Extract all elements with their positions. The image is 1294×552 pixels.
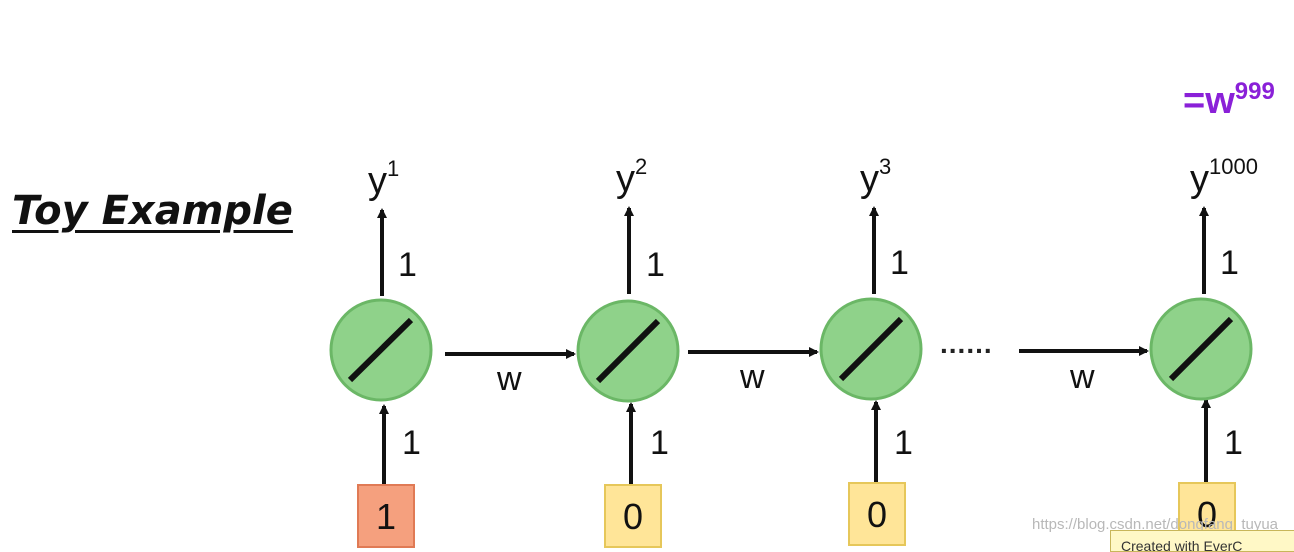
recurrent-weight-2: w xyxy=(740,358,765,396)
input-box-3: 0 xyxy=(848,482,906,546)
input-weight-1: 1 xyxy=(402,424,421,462)
input-box-1: 1 xyxy=(357,484,415,548)
linear-activation-icon xyxy=(838,316,904,382)
output-label-1: y1 xyxy=(368,156,400,202)
page-title: Toy Example xyxy=(12,188,293,234)
linear-activation-icon xyxy=(347,317,414,383)
recurrent-weight-1: w xyxy=(497,360,522,398)
linear-activation-icon xyxy=(595,318,661,384)
output-label-4: y1000 xyxy=(1190,154,1258,200)
output-label-3: y3 xyxy=(860,154,892,200)
linear-activation-icon xyxy=(1168,316,1234,382)
output-weight-1: 1 xyxy=(398,246,417,284)
output-weight-3: 1 xyxy=(890,244,909,282)
output-weight-2: 1 xyxy=(646,246,665,284)
watermark: https://blog.csdn.net/dongfang_tuyua xyxy=(1032,516,1279,533)
input-box-2: 0 xyxy=(604,484,662,548)
recurrent-weight-3: w xyxy=(1070,358,1095,396)
input-weight-4: 1 xyxy=(1224,424,1243,462)
ellipsis: ...... xyxy=(940,328,993,359)
input-weight-3: 1 xyxy=(894,424,913,462)
input-weight-2: 1 xyxy=(650,424,669,462)
credit-badge: Created with EverC xyxy=(1110,530,1294,552)
output-label-2: y2 xyxy=(616,154,648,200)
product-formula: =w999 xyxy=(1183,78,1275,122)
output-weight-4: 1 xyxy=(1220,244,1239,282)
